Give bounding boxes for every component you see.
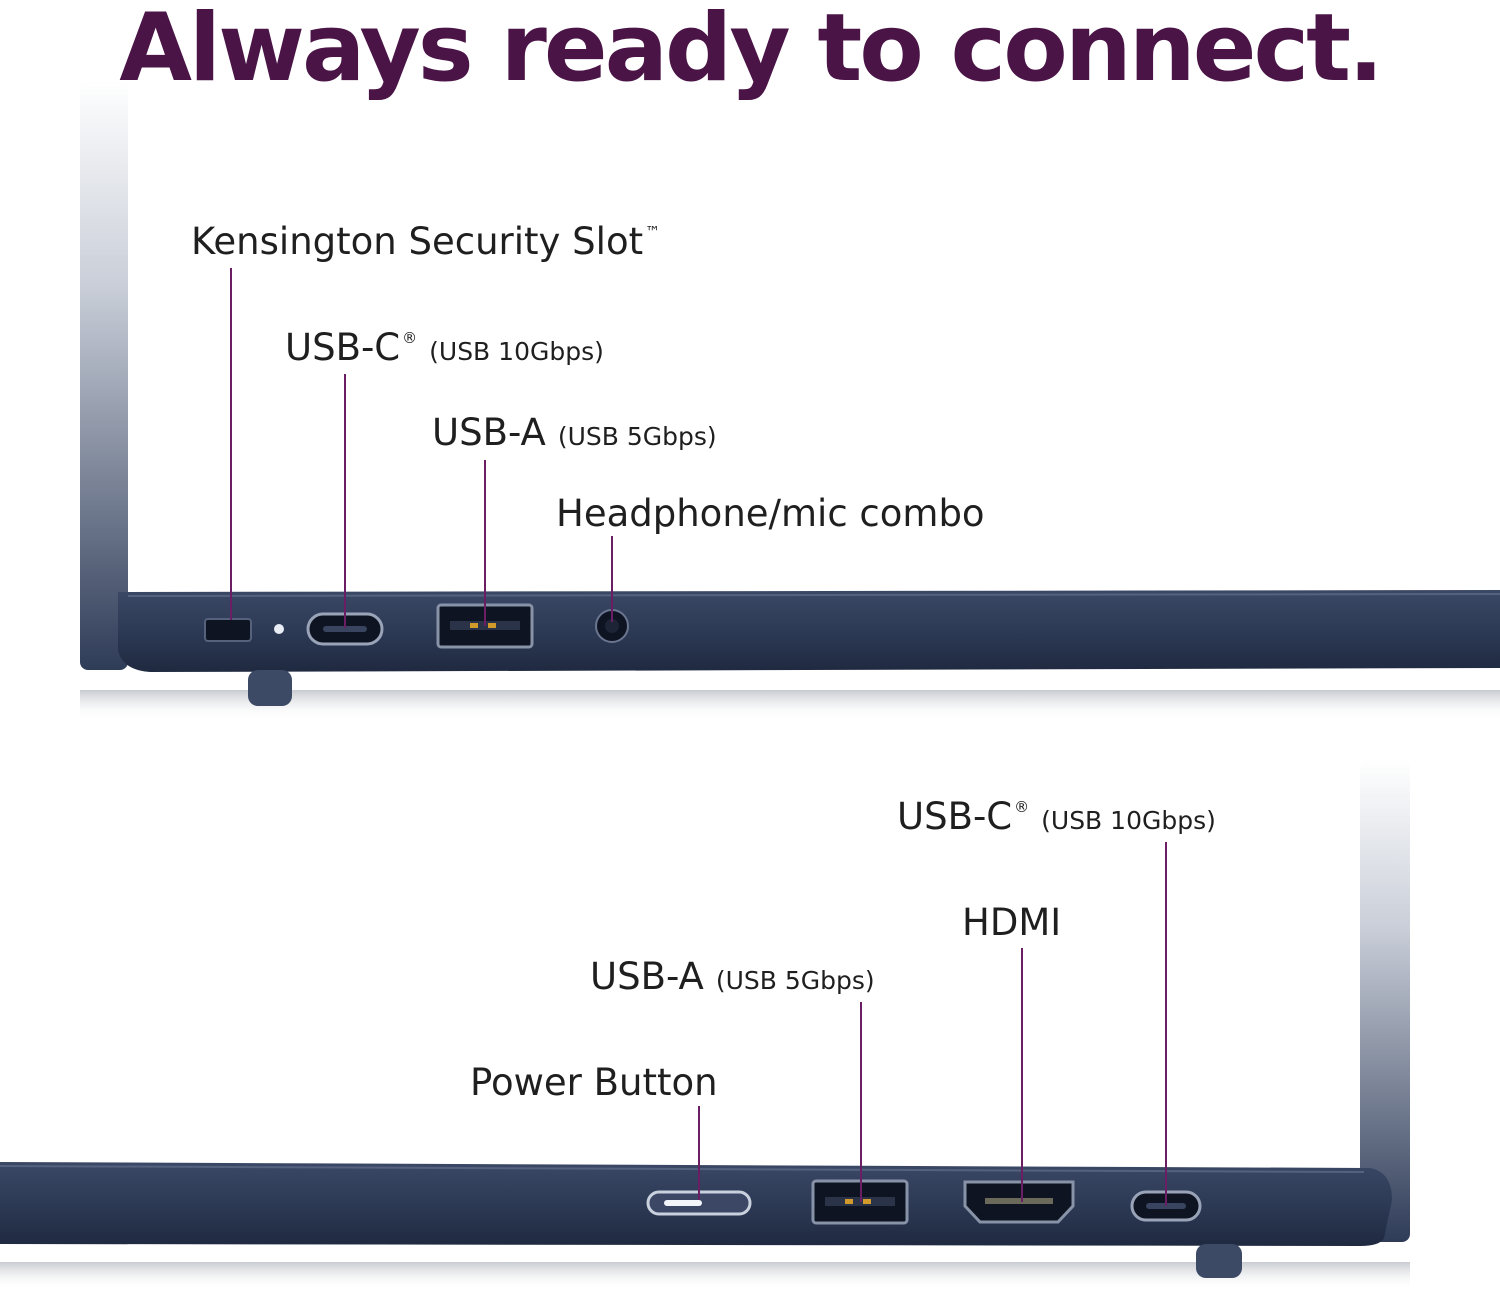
- headline: Always ready to connect.: [119, 0, 1384, 103]
- leader-line: [860, 1002, 862, 1202]
- leader-line: [344, 374, 346, 628]
- laptop-lid: [80, 80, 128, 670]
- label-usb-c-right: USB-C®(USB 10Gbps): [897, 795, 1216, 838]
- lock-slot-icon: [204, 618, 252, 642]
- leader-line: [1165, 842, 1167, 1206]
- leader-line: [230, 268, 232, 620]
- laptop-foot: [1196, 1244, 1242, 1278]
- leader-line: [1021, 948, 1023, 1202]
- laptop-shadow: [80, 690, 1500, 720]
- usb-c-port-icon: [306, 612, 384, 646]
- label-hdmi: HDMI: [962, 901, 1062, 944]
- laptop-foot: [248, 670, 292, 706]
- audio-jack-icon: [595, 609, 629, 643]
- label-headphone-mic: Headphone/mic combo: [556, 492, 985, 535]
- status-led-icon: [274, 624, 284, 634]
- usb-c-port-icon: [1130, 1190, 1202, 1222]
- laptop-shadow: [0, 1262, 1410, 1290]
- power-button-icon: [646, 1190, 752, 1216]
- leader-line: [698, 1106, 700, 1200]
- label-usb-a-right: USB-A(USB 5Gbps): [590, 955, 875, 998]
- leader-line: [484, 460, 486, 626]
- laptop-lid: [1360, 760, 1410, 1242]
- label-power-button: Power Button: [470, 1061, 718, 1104]
- leader-line: [611, 536, 613, 622]
- label-usb-c-left: USB-C®(USB 10Gbps): [285, 326, 604, 369]
- hdmi-port-icon: [963, 1180, 1075, 1224]
- label-usb-a-left: USB-A(USB 5Gbps): [432, 411, 717, 454]
